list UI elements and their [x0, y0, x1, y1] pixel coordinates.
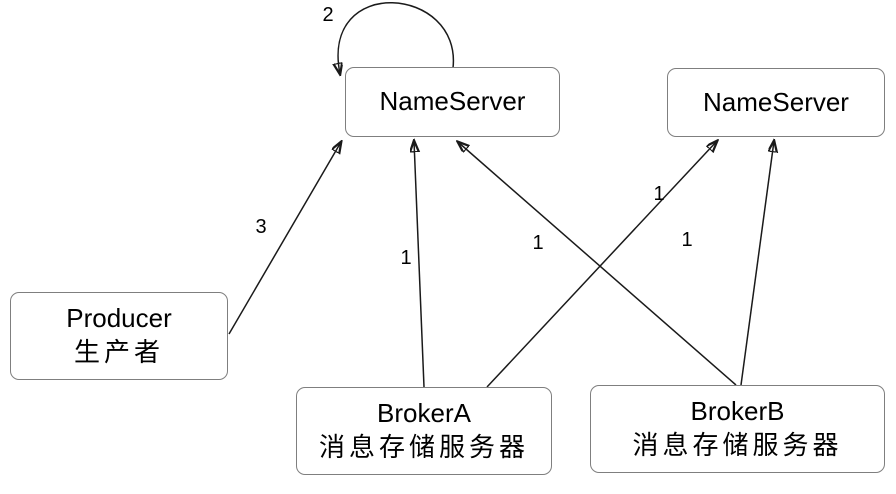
- nameserver-1-label: NameServer: [379, 86, 526, 117]
- broker-a-to-nameserver-2-arrow: [486, 141, 717, 388]
- broker-a-to-nameserver-1-label: 1: [400, 247, 412, 269]
- broker-b-to-nameserver-1-label: 1: [532, 232, 544, 254]
- broker-b-to-nameserver-2-label: 1: [681, 229, 693, 251]
- producer-to-nameserver-1-label: 3: [255, 216, 267, 238]
- broker-b-label: 消息存储服务器: [632, 430, 843, 460]
- broker-b-to-nameserver-2-arrow: [740, 141, 774, 386]
- broker-a-label: BrokerA: [377, 398, 471, 429]
- nameserver-2-label: NameServer: [703, 86, 849, 117]
- broker-b-label: BrokerB: [690, 396, 785, 427]
- producer-label: 生产者: [73, 337, 164, 367]
- broker-b-to-nameserver-1-arrow: [458, 142, 737, 386]
- producer-to-nameserver-1-arrow: [228, 142, 341, 335]
- producer-label: Producer: [66, 303, 172, 334]
- broker-a-label: 消息存储服务器: [318, 432, 529, 462]
- broker-a-to-nameserver-1-arrow: [414, 141, 425, 388]
- nameserver-1-self-loop-arrow: [338, 2, 454, 74]
- nameserver-2-box: NameServer: [667, 68, 885, 137]
- nameserver-1-box: NameServer: [345, 67, 560, 137]
- nameserver-1-self-loop-label: 2: [322, 4, 334, 26]
- broker-a-to-nameserver-2-label: 1: [653, 183, 665, 205]
